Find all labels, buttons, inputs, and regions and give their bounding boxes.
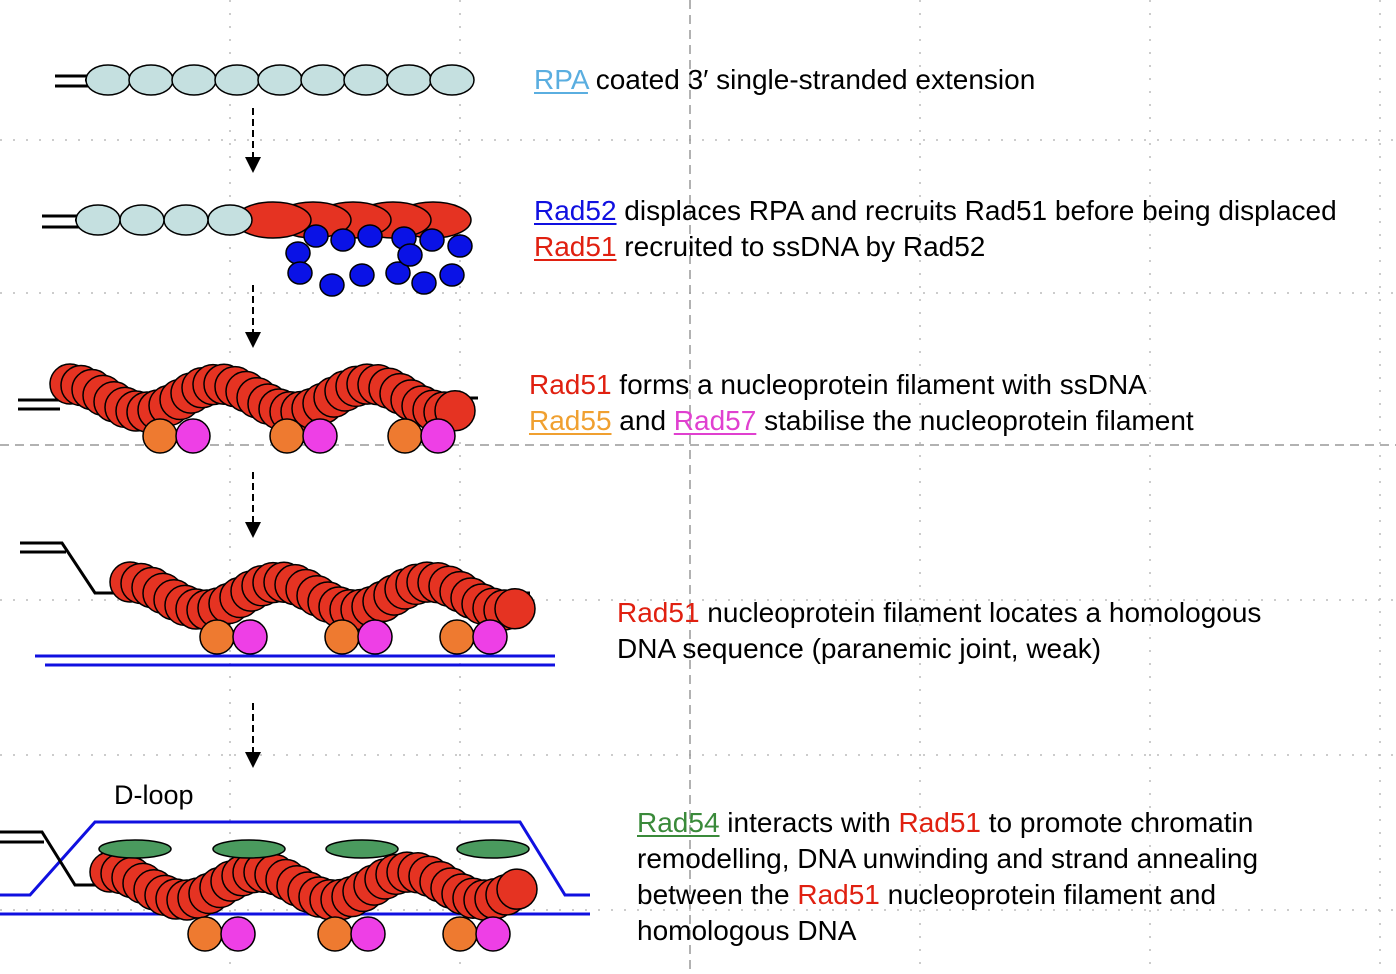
rad52-protein: [411, 271, 437, 295]
rad55-protein: [142, 418, 178, 454]
rad54-protein-name: Rad54: [637, 807, 720, 838]
step4-caption: Rad51 nucleoprotein filament locates a h…: [617, 595, 1261, 667]
caption-text: between the: [637, 879, 798, 910]
rad52-protein: [439, 263, 465, 287]
rad57-protein-name: Rad57: [673, 405, 757, 436]
rpa-protein: [214, 64, 260, 96]
rad55-protein: [199, 619, 235, 655]
caption-text: forms a nucleoprotein filament with ssDN…: [611, 369, 1147, 400]
rad55-protein: [442, 916, 478, 952]
rpa-protein-name: RPA: [534, 64, 588, 95]
rad55-protein: [324, 619, 360, 655]
rad55-protein: [317, 916, 353, 952]
rad57-protein: [175, 418, 211, 454]
caption-text: homologous DNA: [637, 915, 857, 946]
rad55-protein: [187, 916, 223, 952]
protein-molecules: [49, 64, 538, 952]
rad57-protein: [475, 916, 511, 952]
rpa-protein: [128, 64, 174, 96]
rpa-protein: [75, 204, 121, 236]
rad55-protein: [387, 418, 423, 454]
step5-line: Rad54 interacts with Rad51 to promote ch…: [637, 805, 1258, 841]
rpa-protein: [343, 64, 389, 96]
rad52-protein: [303, 224, 329, 248]
step3-caption: Rad51 forms a nucleoprotein filament wit…: [529, 367, 1194, 439]
rad57-protein: [472, 619, 508, 655]
rad55-protein: [439, 619, 475, 655]
caption-text: remodelling, DNA unwinding and strand an…: [637, 843, 1259, 874]
rad52-protein: [419, 228, 445, 252]
rpa-protein: [171, 64, 217, 96]
rad54-protein: [98, 839, 172, 859]
rad57-protein: [350, 916, 386, 952]
d-loop-label: D-loop: [114, 780, 194, 810]
rad52-protein: [319, 273, 345, 297]
rad57-protein: [232, 619, 268, 655]
rpa-protein: [257, 64, 303, 96]
caption-text: nucleoprotein filament and: [879, 879, 1217, 910]
rad57-protein: [357, 619, 393, 655]
step5-line: remodelling, DNA unwinding and strand an…: [637, 841, 1258, 877]
rad55-protein-name: Rad55: [529, 405, 612, 436]
caption-text: DNA sequence (paranemic joint, weak): [617, 633, 1102, 664]
step4-line: Rad51 nucleoprotein filament locates a h…: [617, 595, 1261, 631]
rad55-protein: [269, 418, 305, 454]
rpa-protein: [163, 204, 209, 236]
rad52-protein: [447, 234, 473, 258]
rad52-protein: [385, 261, 411, 285]
rad57-protein: [220, 916, 256, 952]
rad51-protein-name: Rad51: [534, 231, 617, 262]
step2-line: Rad52 displaces RPA and recruits Rad51 b…: [534, 193, 1337, 229]
rad52-protein: [330, 228, 356, 252]
step1-caption: RPA coated 3′ single-stranded extension: [534, 62, 1035, 98]
caption-text: stabilise the nucleoprotein filament: [756, 405, 1194, 436]
rad51-protein: [496, 868, 538, 910]
rad54-protein: [325, 839, 399, 859]
rpa-protein: [429, 64, 475, 96]
rad52-protein: [349, 263, 375, 287]
rad52-protein-name: Rad52: [534, 195, 617, 226]
caption-text: nucleoprotein filament locates a homolog…: [699, 597, 1262, 628]
rad51-protein-name: Rad51: [617, 597, 700, 628]
step2-line: Rad51 recruited to ssDNA by Rad52: [534, 229, 1337, 265]
caption-text: coated 3′ single-stranded extension: [587, 64, 1036, 95]
rad54-protein: [456, 839, 530, 859]
rad54-protein: [212, 839, 286, 859]
rpa-protein: [85, 64, 131, 96]
rad52-protein: [397, 243, 423, 267]
caption-text: and: [611, 405, 674, 436]
step2-caption: Rad52 displaces RPA and recruits Rad51 b…: [534, 193, 1337, 265]
step3-line: Rad55 and Rad57 stabilise the nucleoprot…: [529, 403, 1194, 439]
rpa-protein: [119, 204, 165, 236]
caption-text: recruited to ssDNA by Rad52: [616, 231, 986, 262]
rad51-protein-name: Rad51: [529, 369, 612, 400]
step3-line: Rad51 forms a nucleoprotein filament wit…: [529, 367, 1194, 403]
caption-text: to promote chromatin: [980, 807, 1254, 838]
caption-text: displaces RPA and recruits Rad51 before …: [616, 195, 1337, 226]
rad51-protein-name: Rad51: [898, 807, 981, 838]
rad57-protein: [420, 418, 456, 454]
rad51-protein-name: Rad51: [797, 879, 880, 910]
step4-line: DNA sequence (paranemic joint, weak): [617, 631, 1261, 667]
rad52-protein: [285, 241, 311, 265]
rpa-protein: [207, 204, 253, 236]
rad51-protein: [494, 588, 536, 630]
dna-strands: [0, 74, 590, 916]
caption-text: interacts with: [719, 807, 899, 838]
step5-line: homologous DNA: [637, 913, 1258, 949]
rpa-protein: [386, 64, 432, 96]
rad52-protein: [357, 224, 383, 248]
step5-line: between the Rad51 nucleoprotein filament…: [637, 877, 1258, 913]
d-loop-strand: [0, 820, 590, 897]
rad57-protein: [302, 418, 338, 454]
step5-caption: Rad54 interacts with Rad51 to promote ch…: [637, 805, 1258, 949]
rad52-protein: [287, 261, 313, 285]
rpa-protein: [300, 64, 346, 96]
step1-line: RPA coated 3′ single-stranded extension: [534, 62, 1035, 98]
